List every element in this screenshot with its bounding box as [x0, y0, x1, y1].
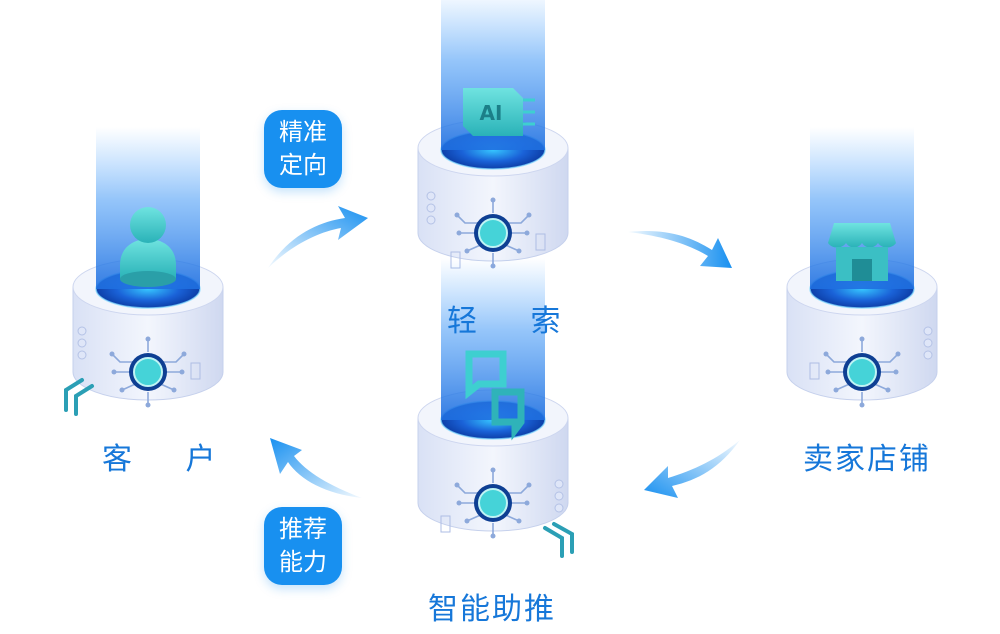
- arrow-store-to-smartpush: [644, 440, 740, 498]
- badge-precise-line2: 定向: [279, 151, 327, 179]
- node-label-store: 卖家店铺: [803, 442, 931, 477]
- node-store: [786, 126, 938, 409]
- node-label-smart-push: 智能助推: [428, 592, 556, 627]
- user-icon: [120, 207, 176, 287]
- arrow-qingsuo-to-store: [628, 230, 732, 268]
- node-label-qingsuo: 轻 索: [447, 304, 583, 339]
- node-label-customer: 客 户: [102, 442, 238, 477]
- node-qingsuo: AI: [417, 0, 569, 270]
- chat-bubbles-icon: [465, 350, 525, 441]
- badge-precise-targeting: 精准 定向: [264, 110, 342, 188]
- bracket-decor-right: [543, 522, 574, 558]
- arrow-customer-to-qingsuo: [268, 206, 368, 268]
- node-customer: [72, 126, 224, 409]
- bracket-decor-left: [64, 378, 94, 416]
- store-icon: [828, 223, 896, 281]
- badge-precise-line1: 精准: [279, 118, 327, 146]
- node-smart-push: [417, 257, 569, 540]
- svg-text:AI: AI: [480, 101, 503, 125]
- badge-recommend-line2: 能力: [279, 548, 327, 576]
- badge-recommend-ability: 推荐 能力: [264, 507, 342, 585]
- arrow-smartpush-to-customer: [270, 438, 362, 498]
- badge-recommend-line1: 推荐: [279, 515, 327, 543]
- ai-chip-icon: AI: [463, 88, 535, 136]
